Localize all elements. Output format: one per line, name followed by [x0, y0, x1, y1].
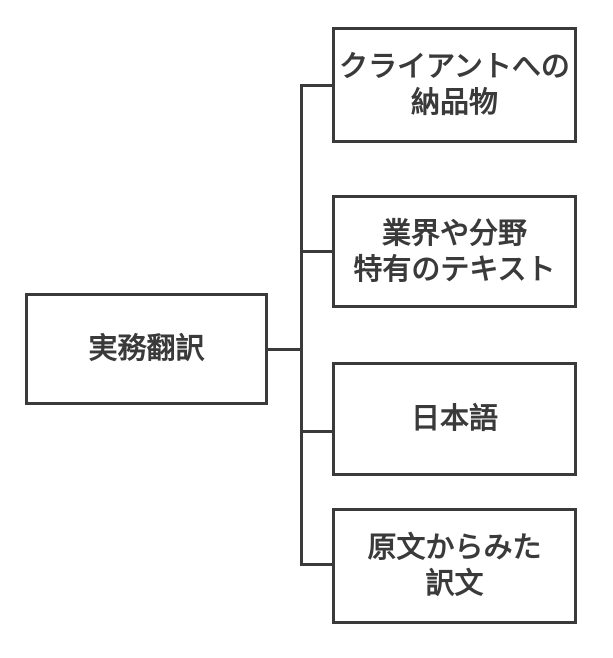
node-label-line: 実務翻訳: [88, 333, 205, 365]
node-root-jitsumu-honyaku: 実務翻訳: [25, 293, 268, 405]
node-industry-text: 業界や分野 特有のテキスト: [332, 195, 577, 308]
connector-trunk: [300, 84, 303, 566]
node-label-line: 日本語: [410, 403, 498, 435]
connector-branch-industry-text: [300, 250, 332, 253]
node-label-line: 業界や分野: [381, 217, 527, 250]
connector-root-to-trunk: [268, 348, 303, 351]
node-label-line: 原文からみた: [367, 532, 542, 564]
node-client-deliverable: クライアントへの 納品物: [332, 27, 577, 143]
connector-branch-japanese: [300, 430, 332, 433]
node-label-line: 納品物: [410, 87, 498, 119]
connector-branch-target-from-source: [300, 563, 332, 566]
node-label-line: 訳文: [425, 568, 484, 600]
node-label-line: 特有のテキスト: [353, 253, 556, 286]
node-japanese: 日本語: [332, 362, 577, 476]
node-label-line: クライアントへの: [339, 51, 570, 83]
connector-branch-client-deliverable: [300, 84, 332, 87]
node-target-from-source: 原文からみた 訳文: [332, 508, 577, 624]
